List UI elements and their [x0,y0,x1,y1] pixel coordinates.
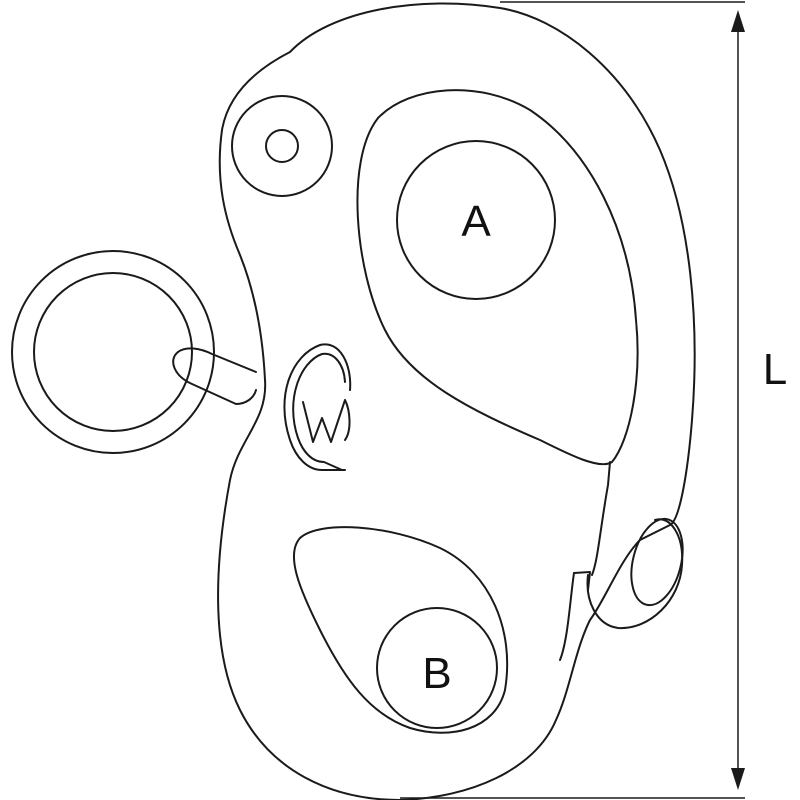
diameter-b: B [376,607,498,729]
arrow-up-icon [731,10,745,32]
circle-a [396,140,556,300]
latch-plunger [559,461,684,661]
lower-opening [292,526,509,734]
hub-outer [231,95,333,197]
hub-inner [265,129,299,163]
dimension-l: L [400,1,787,799]
brand-logo [283,343,352,471]
shackle-body [217,2,696,800]
circle-b [376,607,498,729]
label-b: B [422,649,451,698]
upper-jaw-opening [356,89,639,466]
ring-link [172,347,257,405]
ring-inner [33,272,193,432]
arrow-down-icon [731,768,745,790]
diameter-a: A [396,140,556,300]
latch-knob [630,517,684,607]
split-ring [11,250,215,454]
swivel-hub [231,95,333,197]
label-l: L [763,345,787,394]
ring-outer [11,250,215,454]
label-a: A [461,197,491,246]
